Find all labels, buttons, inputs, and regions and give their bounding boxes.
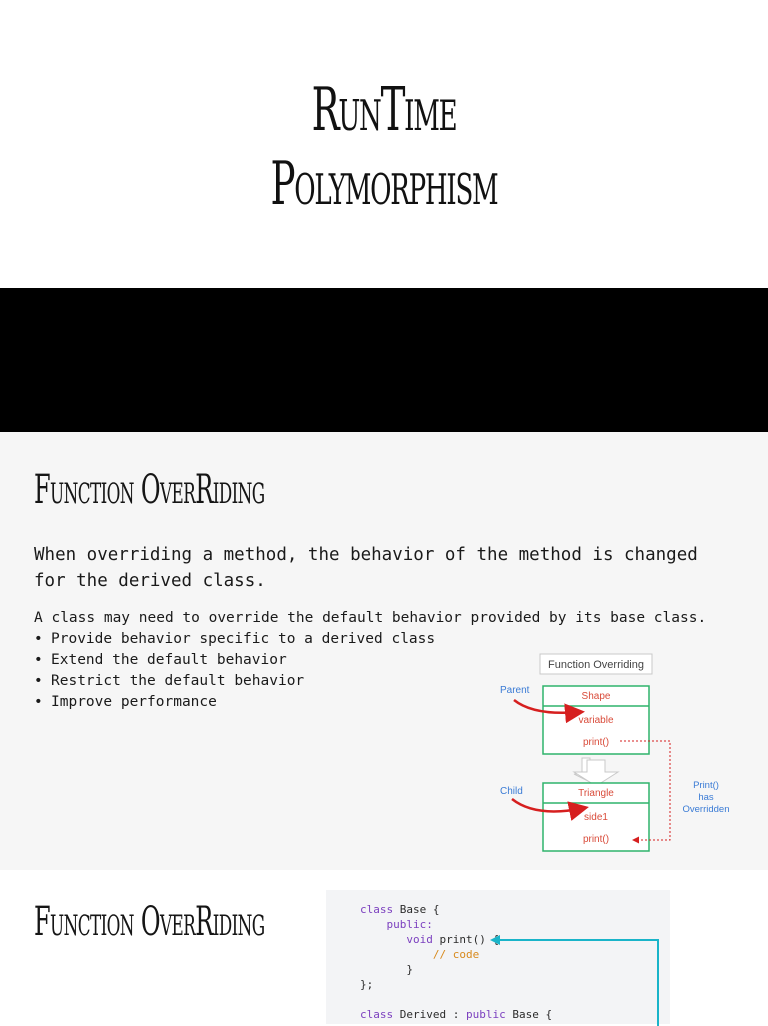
code-keyword: class xyxy=(360,903,394,916)
parent-arrow xyxy=(513,699,585,724)
code-text: }; xyxy=(360,978,374,991)
code-keyword: public xyxy=(465,1008,506,1021)
title-line-2: Polymorphism xyxy=(270,149,499,219)
override-note-line: Overridden xyxy=(683,804,730,815)
child-class-name: Triangle xyxy=(578,788,614,799)
parent-label: Parent xyxy=(500,685,530,696)
slide-heading: Function OverRiding xyxy=(34,467,265,513)
child-arrow xyxy=(511,798,589,821)
child-member: print() xyxy=(583,834,609,845)
bullet-item: Extend the default behavior xyxy=(34,650,754,671)
parent-member: variable xyxy=(578,715,613,726)
function-overriding-diagram: Function Overriding Shape variable print… xyxy=(500,653,730,852)
code-example-slide: Function OverRiding class Base { public:… xyxy=(0,870,768,1026)
override-connector xyxy=(620,740,671,844)
code-snippet: class Base { public: void print() { // c… xyxy=(326,890,670,1026)
code-text: } xyxy=(406,963,413,976)
code-comment: // code xyxy=(432,948,480,961)
code-flow-arrow xyxy=(490,935,659,1026)
code-text: Derived : xyxy=(393,1008,466,1021)
lead-paragraph: When overriding a method, the behavior o… xyxy=(34,545,698,591)
child-label: Child xyxy=(500,786,523,797)
parent-class-name: Shape xyxy=(582,691,611,702)
diagram-title-box xyxy=(539,653,653,675)
code-keyword: void xyxy=(406,933,433,946)
bullet-item: Improve performance xyxy=(34,692,754,713)
diagram-title: Function Overriding xyxy=(548,659,644,671)
parent-member: print() xyxy=(583,737,609,748)
bullet-item: Provide behavior specific to a derived c… xyxy=(34,629,754,650)
override-note-line: Print() xyxy=(693,780,719,791)
code-text: Base { xyxy=(505,1008,553,1021)
function-overriding-slide: Function OverRiding When overriding a me… xyxy=(0,432,768,870)
bullet-list: Provide behavior specific to a derived c… xyxy=(34,629,754,713)
title-slide: RunTime Polymorphism xyxy=(0,0,768,288)
blank-slide xyxy=(0,288,768,432)
body-text: A class may need to override the default… xyxy=(34,608,754,713)
code-block: class Base { public: void print() { // c… xyxy=(360,902,552,1022)
code-keyword: class xyxy=(360,1008,394,1021)
code-keyword: public: xyxy=(386,918,433,931)
bullet-item: Restrict the default behavior xyxy=(34,671,754,692)
title-line-1: RunTime xyxy=(311,75,458,145)
child-class-box xyxy=(542,782,650,852)
intro-sentence: A class may need to override the default… xyxy=(34,610,707,626)
child-member: side1 xyxy=(584,812,608,823)
slide-heading: Function OverRiding xyxy=(34,899,265,945)
inheritance-arrow-outline xyxy=(572,759,620,787)
override-note-line: has xyxy=(698,792,714,803)
code-text: Base { xyxy=(393,903,440,916)
parent-class-box xyxy=(542,685,650,755)
